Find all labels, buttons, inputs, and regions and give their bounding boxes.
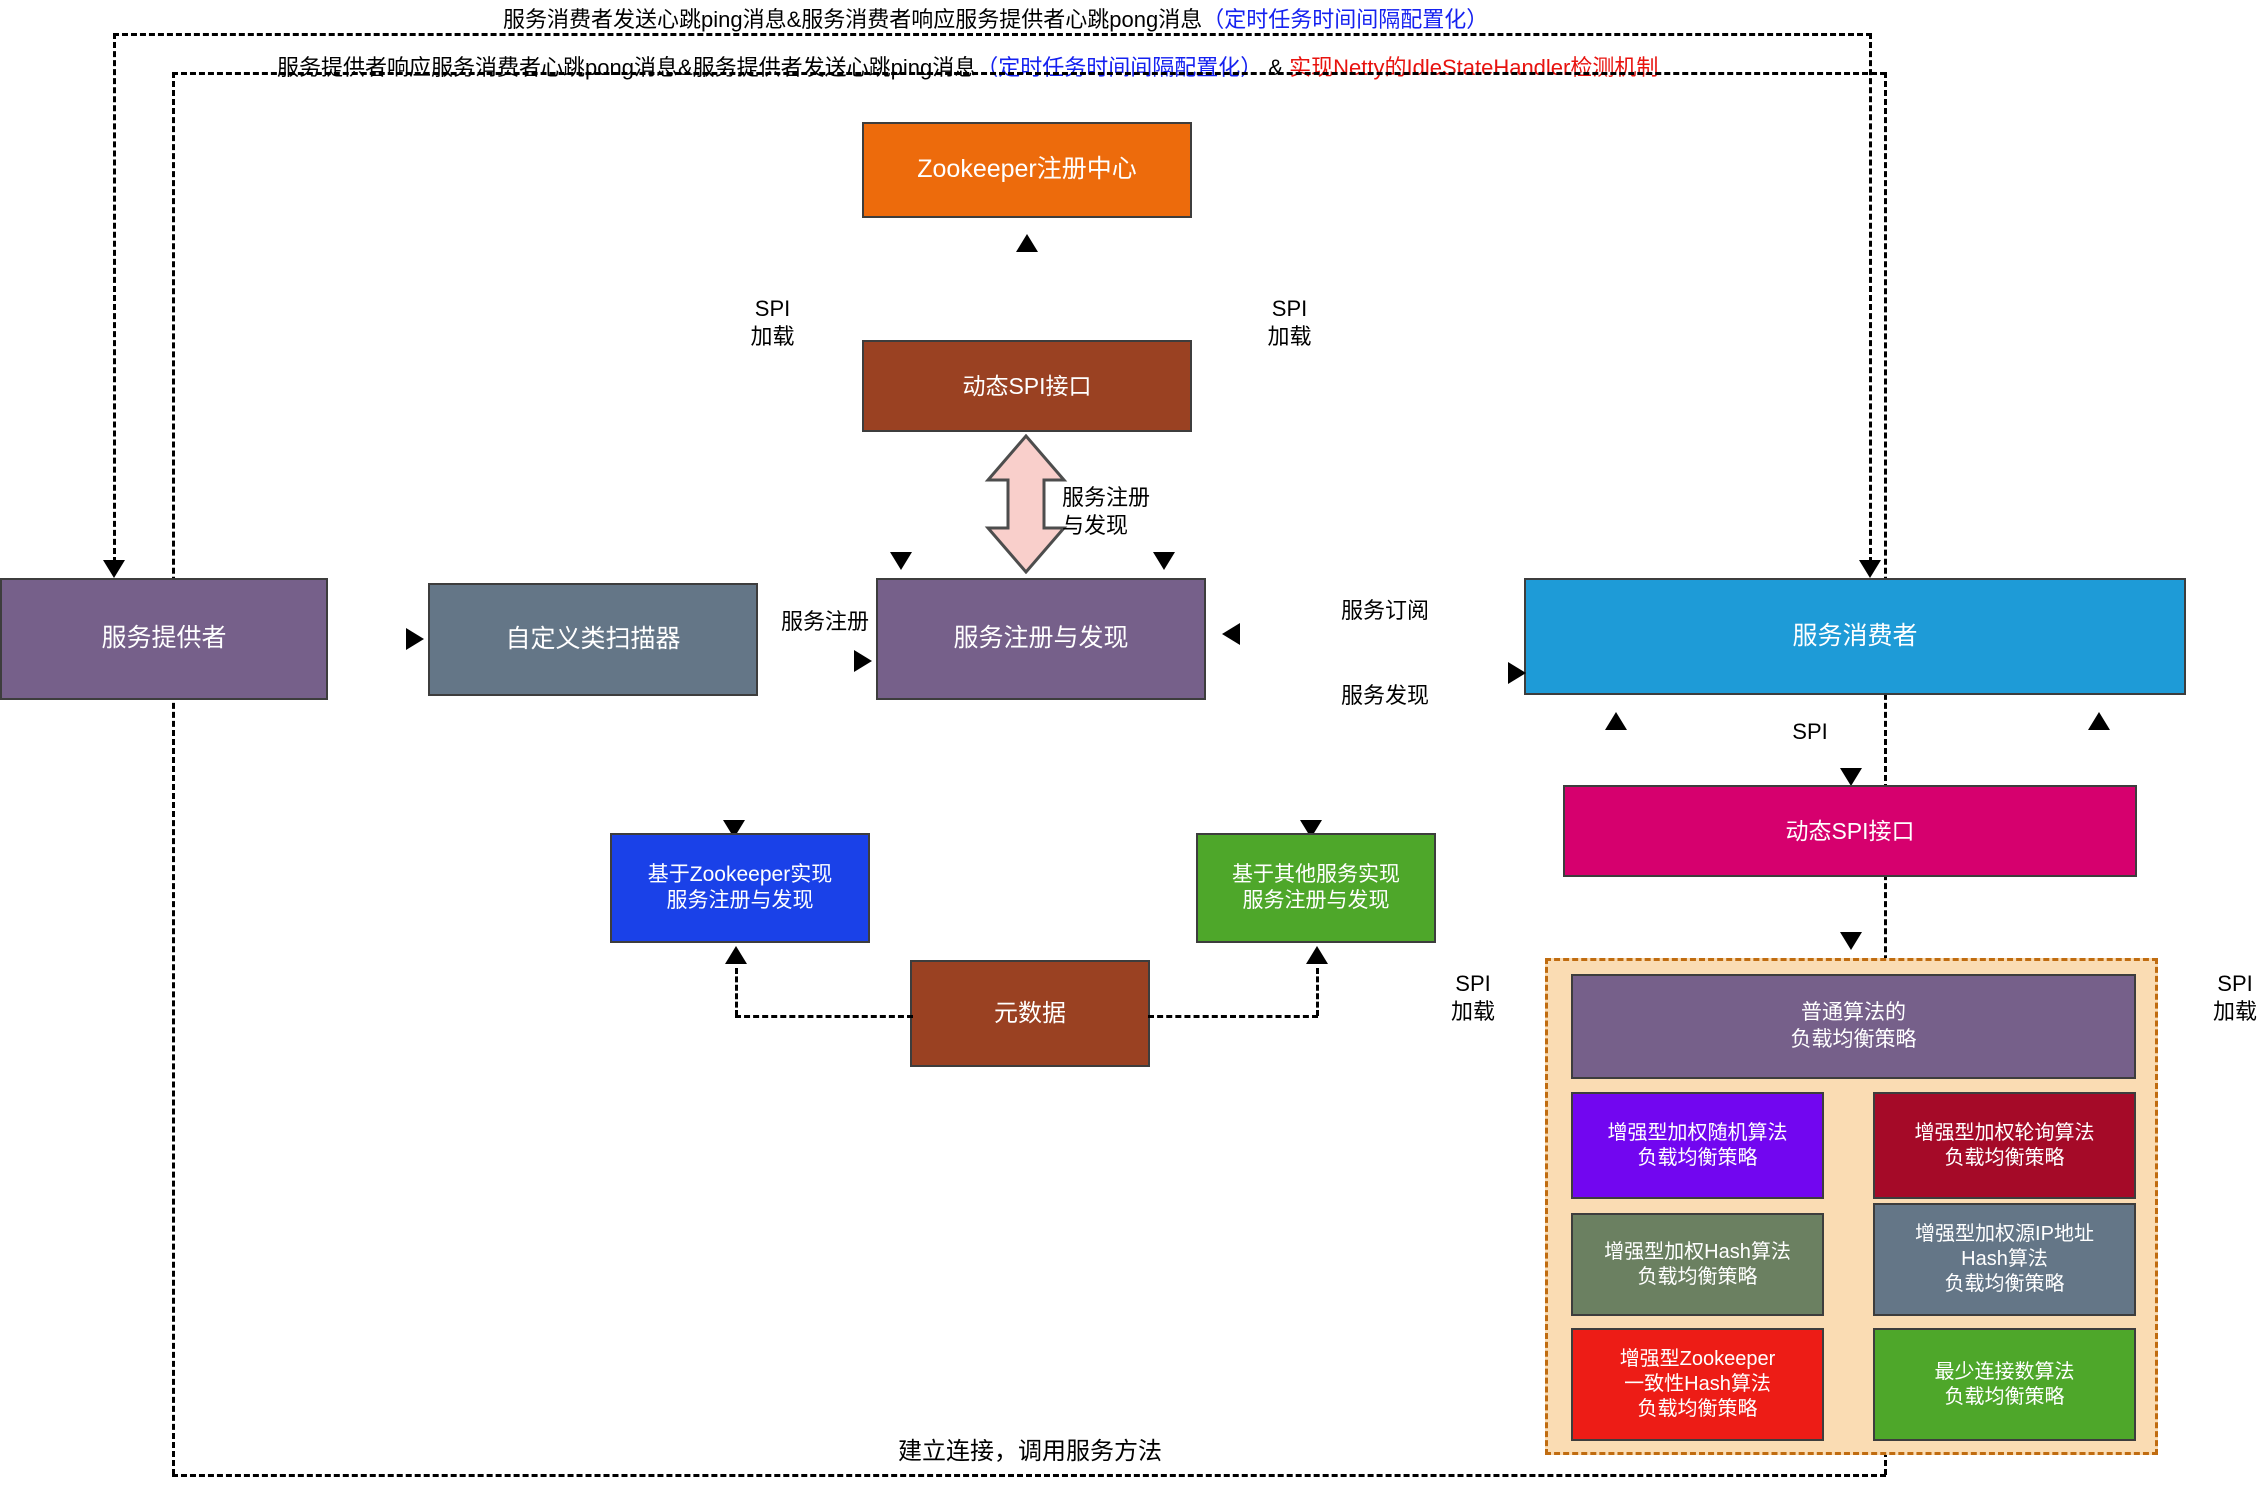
registry-to-consumer-line bbox=[0, 865, 302, 868]
node-custom-class-scanner[interactable]: 自定义类扫描器 bbox=[428, 583, 758, 696]
label-spi-load-lb-left: SPI 加载 bbox=[1450, 971, 1495, 1024]
top-annotation-line-1-black: 服务消费者发送心跳ping消息&服务消费者响应服务提供者心跳pong消息 bbox=[503, 7, 1203, 32]
top-annotation-line-2-amp: & bbox=[1262, 55, 1290, 80]
lb-item-weighted-random[interactable]: 增强型加权随机算法 负载均衡策略 bbox=[1571, 1092, 1824, 1199]
spi-to-zookeeper-arrowhead bbox=[1016, 234, 1038, 252]
label-service-subscribe: 服务订阅 bbox=[1340, 598, 1429, 623]
heartbeat-route-left-vertical bbox=[113, 33, 116, 563]
heartbeat-route-left-arrowhead bbox=[103, 560, 125, 578]
lb-left-bracket-vertical bbox=[0, 1207, 3, 1498]
spi-to-zookeeper-line bbox=[0, 764, 3, 856]
consumer-to-spi-arrowhead bbox=[1840, 768, 1862, 786]
label-service-register: 服务注册 bbox=[780, 609, 869, 634]
lb-right-bracket-arrowhead bbox=[2088, 712, 2110, 730]
top-annotation-line-2-red: 实现Netty的IdleStateHandler检测机制 bbox=[1289, 55, 1659, 80]
spi-left-bracket-bottom-horizontal bbox=[0, 341, 86, 344]
heartbeat-route-top-horizontal bbox=[113, 33, 1872, 36]
label-spi-load-left: SPI 加载 bbox=[750, 296, 795, 349]
node-metadata[interactable]: 元数据 bbox=[910, 960, 1150, 1067]
label-spi-load-right: SPI 加载 bbox=[1267, 296, 1312, 349]
lb-item-weighted-round-robin[interactable]: 增强型加权轮询算法 负载均衡策略 bbox=[1873, 1092, 2136, 1199]
node-service-provider[interactable]: 服务提供者 bbox=[0, 578, 328, 700]
top-annotation-line-2-blue: （定时任务时间间隔配置化） bbox=[976, 55, 1263, 80]
node-service-consumer[interactable]: 服务消费者 bbox=[1524, 578, 2186, 695]
heartbeat-route-right-arrowhead bbox=[1859, 560, 1881, 578]
registry-split-horizontal bbox=[0, 930, 580, 933]
metadata-to-other-impl-horizontal bbox=[1148, 1015, 1318, 1018]
top-annotation-line-1-blue: （定时任务时间间隔配置化） bbox=[1202, 7, 1489, 32]
spi-left-bracket-vertical-upper bbox=[0, 0, 3, 338]
node-service-registry-discovery[interactable]: 服务注册与发现 bbox=[876, 578, 1206, 700]
consumer-to-registry-arrowhead bbox=[1222, 623, 1240, 645]
invoke-route-bottom-horizontal bbox=[172, 1474, 1886, 1477]
lb-item-common-algorithm[interactable]: 普通算法的 负载均衡策略 bbox=[1571, 974, 2136, 1079]
registry-to-consumer-arrowhead bbox=[1508, 662, 1526, 684]
spi-to-lb-panel-line bbox=[0, 1145, 3, 1207]
node-dynamic-spi-top[interactable]: 动态SPI接口 bbox=[862, 340, 1192, 432]
consumer-to-spi-line bbox=[0, 1065, 3, 1145]
lb-left-bracket-arrowhead bbox=[1605, 712, 1627, 730]
top-annotation-line-2: 服务提供者响应服务消费者心跳pong消息&服务提供者发送心跳ping消息（定时任… bbox=[277, 50, 1658, 82]
metadata-to-other-impl-arrowhead bbox=[1306, 946, 1328, 964]
label-service-discover: 服务发现 bbox=[1340, 683, 1429, 708]
heartbeat-route2-left-vertical bbox=[172, 72, 175, 1475]
label-service-register-discover: 服务注册 与发现 bbox=[1062, 485, 1151, 538]
node-zookeeper-registry[interactable]: Zookeeper注册中心 bbox=[862, 122, 1192, 218]
spi-to-lb-panel-arrowhead bbox=[1840, 932, 1862, 950]
registry-split-left-down bbox=[0, 933, 3, 999]
service-register-discover-double-arrow bbox=[984, 434, 1068, 574]
top-annotation-line-2-black: 服务提供者响应服务消费者心跳pong消息&服务提供者发送心跳ping消息 bbox=[277, 55, 977, 80]
spi-right-bracket-vertical-down bbox=[0, 726, 3, 764]
spi-right-bracket-arrowhead bbox=[1153, 552, 1175, 570]
label-spi: SPI bbox=[1792, 719, 1828, 744]
metadata-to-zk-impl-vertical bbox=[735, 968, 738, 1016]
scanner-to-registry-arrowhead bbox=[854, 650, 872, 672]
metadata-to-other-impl-vertical bbox=[1316, 968, 1319, 1016]
load-balance-panel: 普通算法的 负载均衡策略 增强型加权随机算法 负载均衡策略 增强型加权轮询算法 … bbox=[1545, 958, 2158, 1455]
node-zk-impl[interactable]: 基于Zookeeper实现 服务注册与发现 bbox=[610, 833, 870, 943]
node-dynamic-spi-consumer[interactable]: 动态SPI接口 bbox=[1563, 785, 2137, 877]
spi-left-bracket-vertical-down bbox=[0, 344, 3, 382]
heartbeat-route2-top-horizontal bbox=[172, 72, 1886, 75]
label-spi-load-lb-right: SPI 加载 bbox=[2212, 971, 2257, 1024]
spi-left-bracket-arrowhead bbox=[890, 552, 912, 570]
metadata-to-zk-impl-arrowhead bbox=[725, 946, 747, 964]
provider-to-scanner-arrowhead bbox=[406, 628, 424, 650]
heartbeat-route2-right-vertical bbox=[1884, 72, 1887, 1475]
spi-right-bracket-bottom-horizontal bbox=[0, 723, 78, 726]
registry-down-line bbox=[0, 868, 3, 930]
lb-item-weighted-hash[interactable]: 增强型加权Hash算法 负载均衡策略 bbox=[1571, 1213, 1824, 1316]
node-other-impl[interactable]: 基于其他服务实现 服务注册与发现 bbox=[1196, 833, 1436, 943]
lb-item-weighted-source-ip-hash[interactable]: 增强型加权源IP地址 Hash算法 负载均衡策略 bbox=[1873, 1203, 2136, 1316]
metadata-to-zk-impl-horizontal bbox=[735, 1015, 913, 1018]
top-annotation-line-1: 服务消费者发送心跳ping消息&服务消费者响应服务提供者心跳pong消息（定时任… bbox=[503, 2, 1488, 34]
heartbeat-route-right-vertical bbox=[1869, 33, 1872, 563]
bottom-annotation: 建立连接，调用服务方法 bbox=[898, 1438, 1162, 1465]
registry-split-right-down bbox=[0, 999, 3, 1065]
lb-item-zookeeper-consistent-hash[interactable]: 增强型Zookeeper 一致性Hash算法 负载均衡策略 bbox=[1571, 1328, 1824, 1441]
lb-item-least-connections[interactable]: 最少连接数算法 负载均衡策略 bbox=[1873, 1328, 2136, 1441]
